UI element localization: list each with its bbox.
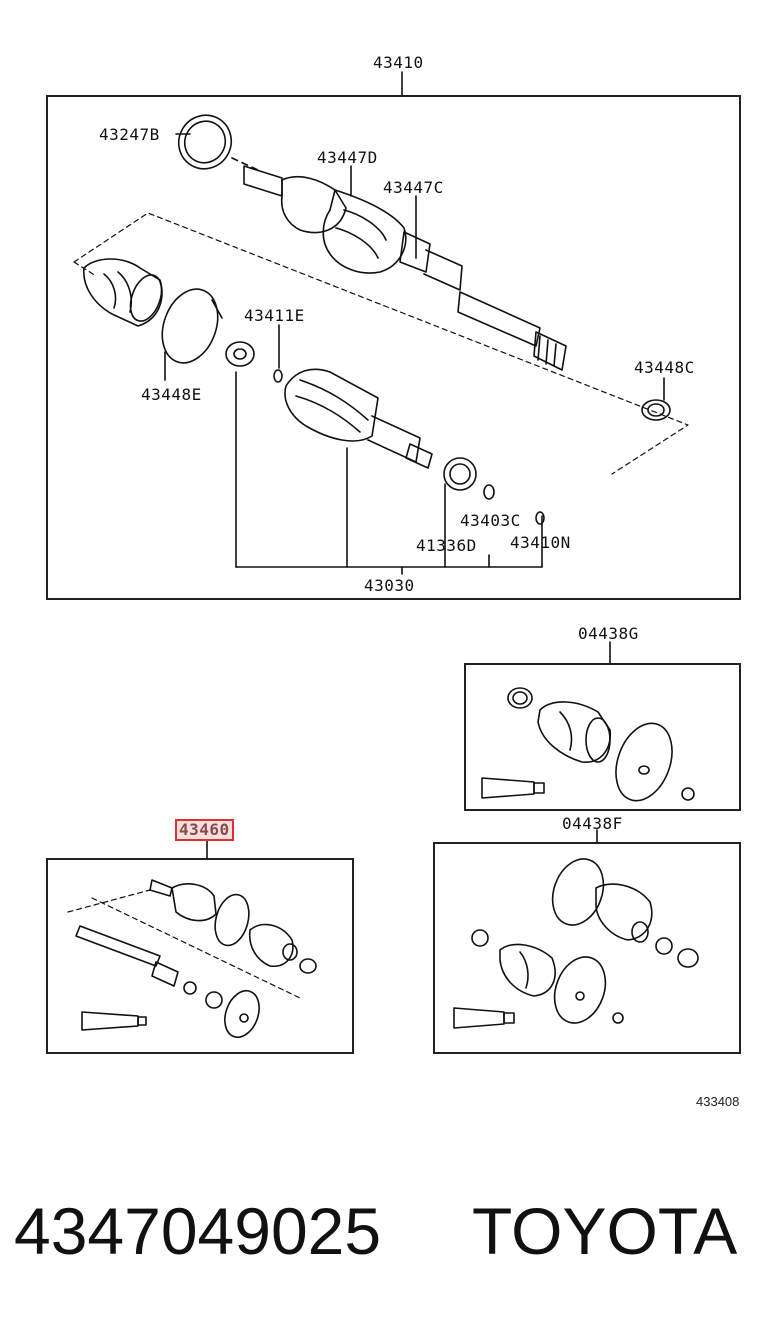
selected-part-frame — [46, 858, 354, 1054]
label-43410[interactable]: 43410 — [373, 53, 424, 72]
diagram-code: 433408 — [696, 1094, 740, 1109]
label-43403c[interactable]: 43403C — [460, 511, 521, 530]
label-04438g[interactable]: 04438G — [578, 624, 639, 643]
main-assembly-frame — [46, 95, 741, 600]
label-43448c[interactable]: 43448C — [634, 358, 695, 377]
brand-name: TOYOTA — [472, 1194, 738, 1268]
label-43247b[interactable]: 43247B — [99, 125, 160, 144]
part-number: 4347049025 — [14, 1194, 382, 1268]
boot-kit-g-frame — [464, 663, 741, 811]
label-04438f[interactable]: 04438F — [562, 814, 623, 833]
label-43447d[interactable]: 43447D — [317, 148, 378, 167]
label-41336d[interactable]: 41336D — [416, 536, 477, 555]
label-43460-selected[interactable]: 43460 — [175, 819, 234, 841]
label-43410n[interactable]: 43410N — [510, 533, 571, 552]
label-43448e[interactable]: 43448E — [141, 385, 202, 404]
label-43030[interactable]: 43030 — [364, 576, 415, 595]
boot-kit-f-frame — [433, 842, 741, 1054]
label-43447c[interactable]: 43447C — [383, 178, 444, 197]
label-43411e[interactable]: 43411E — [244, 306, 305, 325]
